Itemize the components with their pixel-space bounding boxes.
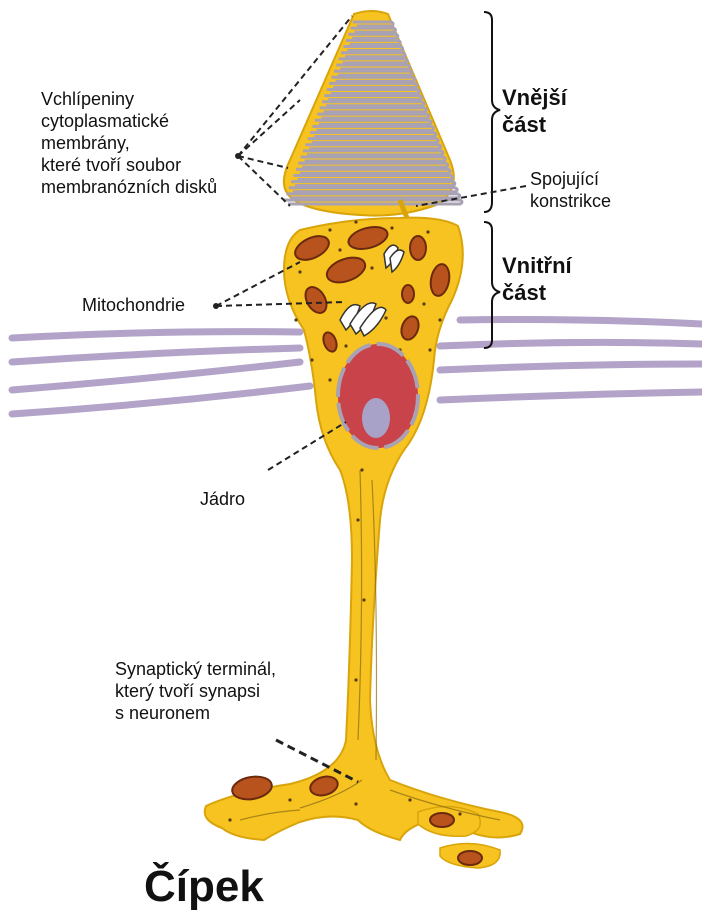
mitochondrion bbox=[430, 813, 454, 827]
granule bbox=[390, 226, 393, 229]
granule bbox=[422, 302, 425, 305]
granule bbox=[228, 818, 231, 821]
granule bbox=[428, 348, 431, 351]
granule bbox=[360, 468, 363, 471]
granule bbox=[362, 598, 365, 601]
granule bbox=[354, 802, 357, 805]
granule bbox=[384, 316, 387, 319]
mitochondria-label: Mitochondrie bbox=[82, 294, 185, 316]
granule bbox=[356, 518, 359, 521]
outer-membrane-lines-right bbox=[440, 320, 702, 401]
inner-segment-label: Vnitřní část bbox=[502, 252, 572, 306]
granule bbox=[310, 358, 313, 361]
granule bbox=[354, 220, 357, 223]
outer-segment-bracket bbox=[484, 12, 500, 212]
granule bbox=[328, 228, 331, 231]
granule bbox=[458, 812, 461, 815]
leader-node bbox=[213, 303, 219, 309]
granule bbox=[354, 678, 357, 681]
granule bbox=[328, 378, 331, 381]
nucleus-label: Jádro bbox=[200, 488, 245, 510]
nucleolus bbox=[362, 398, 390, 438]
invaginations-label: Vchlípeniny cytoplasmatické membrány, kt… bbox=[41, 88, 217, 198]
inner-segment-bracket bbox=[484, 222, 500, 348]
mitochondrion bbox=[402, 285, 414, 303]
connecting-constriction-label: Spojující konstrikce bbox=[530, 168, 611, 212]
leader-node bbox=[235, 153, 241, 159]
outer-membrane-lines-left bbox=[12, 332, 310, 414]
granule bbox=[408, 798, 411, 801]
granule bbox=[338, 248, 341, 251]
granule bbox=[438, 318, 441, 321]
synaptic-terminal-label: Synaptický terminál, který tvoří synapsi… bbox=[115, 658, 276, 724]
outer-segment-label: Vnější část bbox=[502, 84, 567, 138]
granule bbox=[294, 318, 297, 321]
granule bbox=[344, 344, 347, 347]
granule bbox=[370, 266, 373, 269]
granule bbox=[426, 230, 429, 233]
diagram-title: Čípek bbox=[144, 862, 264, 912]
mitochondrion bbox=[458, 851, 482, 865]
granule bbox=[298, 270, 301, 273]
granule bbox=[288, 798, 291, 801]
mitochondrion bbox=[410, 236, 426, 260]
